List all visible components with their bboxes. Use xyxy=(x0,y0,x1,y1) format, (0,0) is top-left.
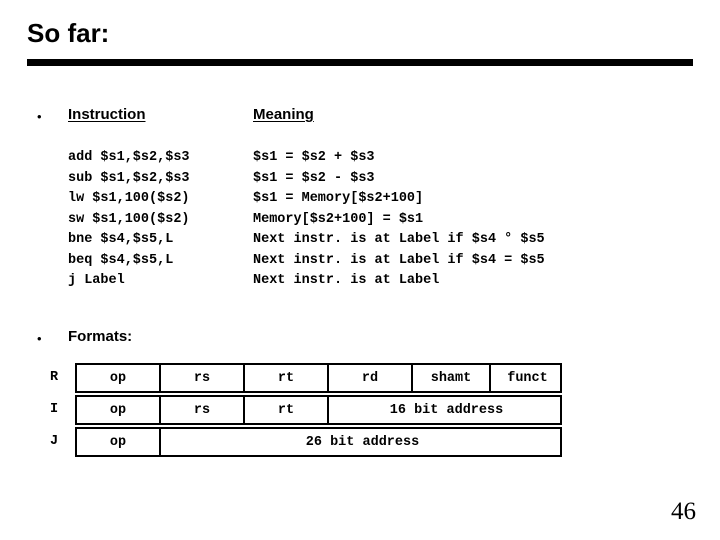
format-field-cell: funct xyxy=(507,370,548,386)
bullet-marker-instruction: • xyxy=(37,109,42,124)
instruction-cell: add $s1,$s2,$s3 xyxy=(68,150,190,165)
meaning-cell: $s1 = Memory[$s2+100] xyxy=(253,191,424,206)
page-number: 46 xyxy=(671,498,696,525)
instruction-cell: bne $s4,$s5,L xyxy=(68,232,174,247)
format-field-cell: op xyxy=(77,429,161,455)
instruction-row: beq $s4,$s5,L Next instr. is at Label if … xyxy=(68,251,545,272)
column-header-instruction: Instruction xyxy=(68,106,146,123)
instruction-row: sw $s1,100($s2) Memory[$s2+100] = $s1 xyxy=(68,210,545,231)
format-field-cell: 16 bit address xyxy=(389,402,504,418)
instruction-row: j Label Next instr. is at Label xyxy=(68,271,545,292)
format-field-cell: op xyxy=(77,365,161,391)
instruction-row: sub $s1,$s2,$s3 $s1 = $s2 - $s3 xyxy=(68,169,545,190)
bullet-marker-formats: • xyxy=(37,331,42,346)
format-type-label: R xyxy=(50,370,59,385)
format-field-cell: rs xyxy=(161,397,245,423)
instruction-cell: sw $s1,100($s2) xyxy=(68,211,190,227)
meaning-cell: Next instr. is at Label xyxy=(253,273,440,288)
format-field-cell: rd xyxy=(329,365,413,391)
meaning-cell: Next instr. is at Label if $s4 ° $s5 xyxy=(253,232,545,247)
meaning-cell: $s1 = $s2 - $s3 xyxy=(253,170,375,186)
format-field-cell: 26 bit address xyxy=(305,434,420,450)
instruction-cell: lw $s1,100($s2) xyxy=(68,191,190,206)
instruction-row: bne $s4,$s5,L Next instr. is at Label if … xyxy=(68,230,545,251)
format-field-cell: rt xyxy=(245,397,329,423)
format-field-strip: op 26 bit address xyxy=(75,427,562,457)
section-header-formats: Formats: xyxy=(68,328,133,345)
meaning-cell: Memory[$s2+100] = $s1 xyxy=(253,211,424,227)
meaning-cell: Next instr. is at Label if $s4 = $s5 xyxy=(253,252,545,268)
instruction-table: add $s1,$s2,$s3 $s1 = $s2 + $s3 sub $s1,$s… xyxy=(68,148,545,292)
title-divider xyxy=(27,59,693,66)
format-type-label: J xyxy=(50,434,59,449)
format-field-cell: rs xyxy=(161,365,245,391)
page-title: So far: xyxy=(27,18,110,48)
format-type-label: I xyxy=(50,402,59,417)
format-field-cell: op xyxy=(77,397,161,423)
column-header-meaning: Meaning xyxy=(253,106,314,123)
instruction-row: add $s1,$s2,$s3 $s1 = $s2 + $s3 xyxy=(68,148,545,169)
instruction-row: lw $s1,100($s2) $s1 = Memory[$s2+100] xyxy=(68,189,545,210)
instruction-cell: beq $s4,$s5,L xyxy=(68,252,174,268)
format-field-cell: rt xyxy=(245,365,329,391)
format-field-cell: shamt xyxy=(413,365,491,391)
meaning-cell: $s1 = $s2 + $s3 xyxy=(253,150,375,165)
instruction-cell: j Label xyxy=(68,273,125,288)
instruction-cell: sub $s1,$s2,$s3 xyxy=(68,170,190,186)
